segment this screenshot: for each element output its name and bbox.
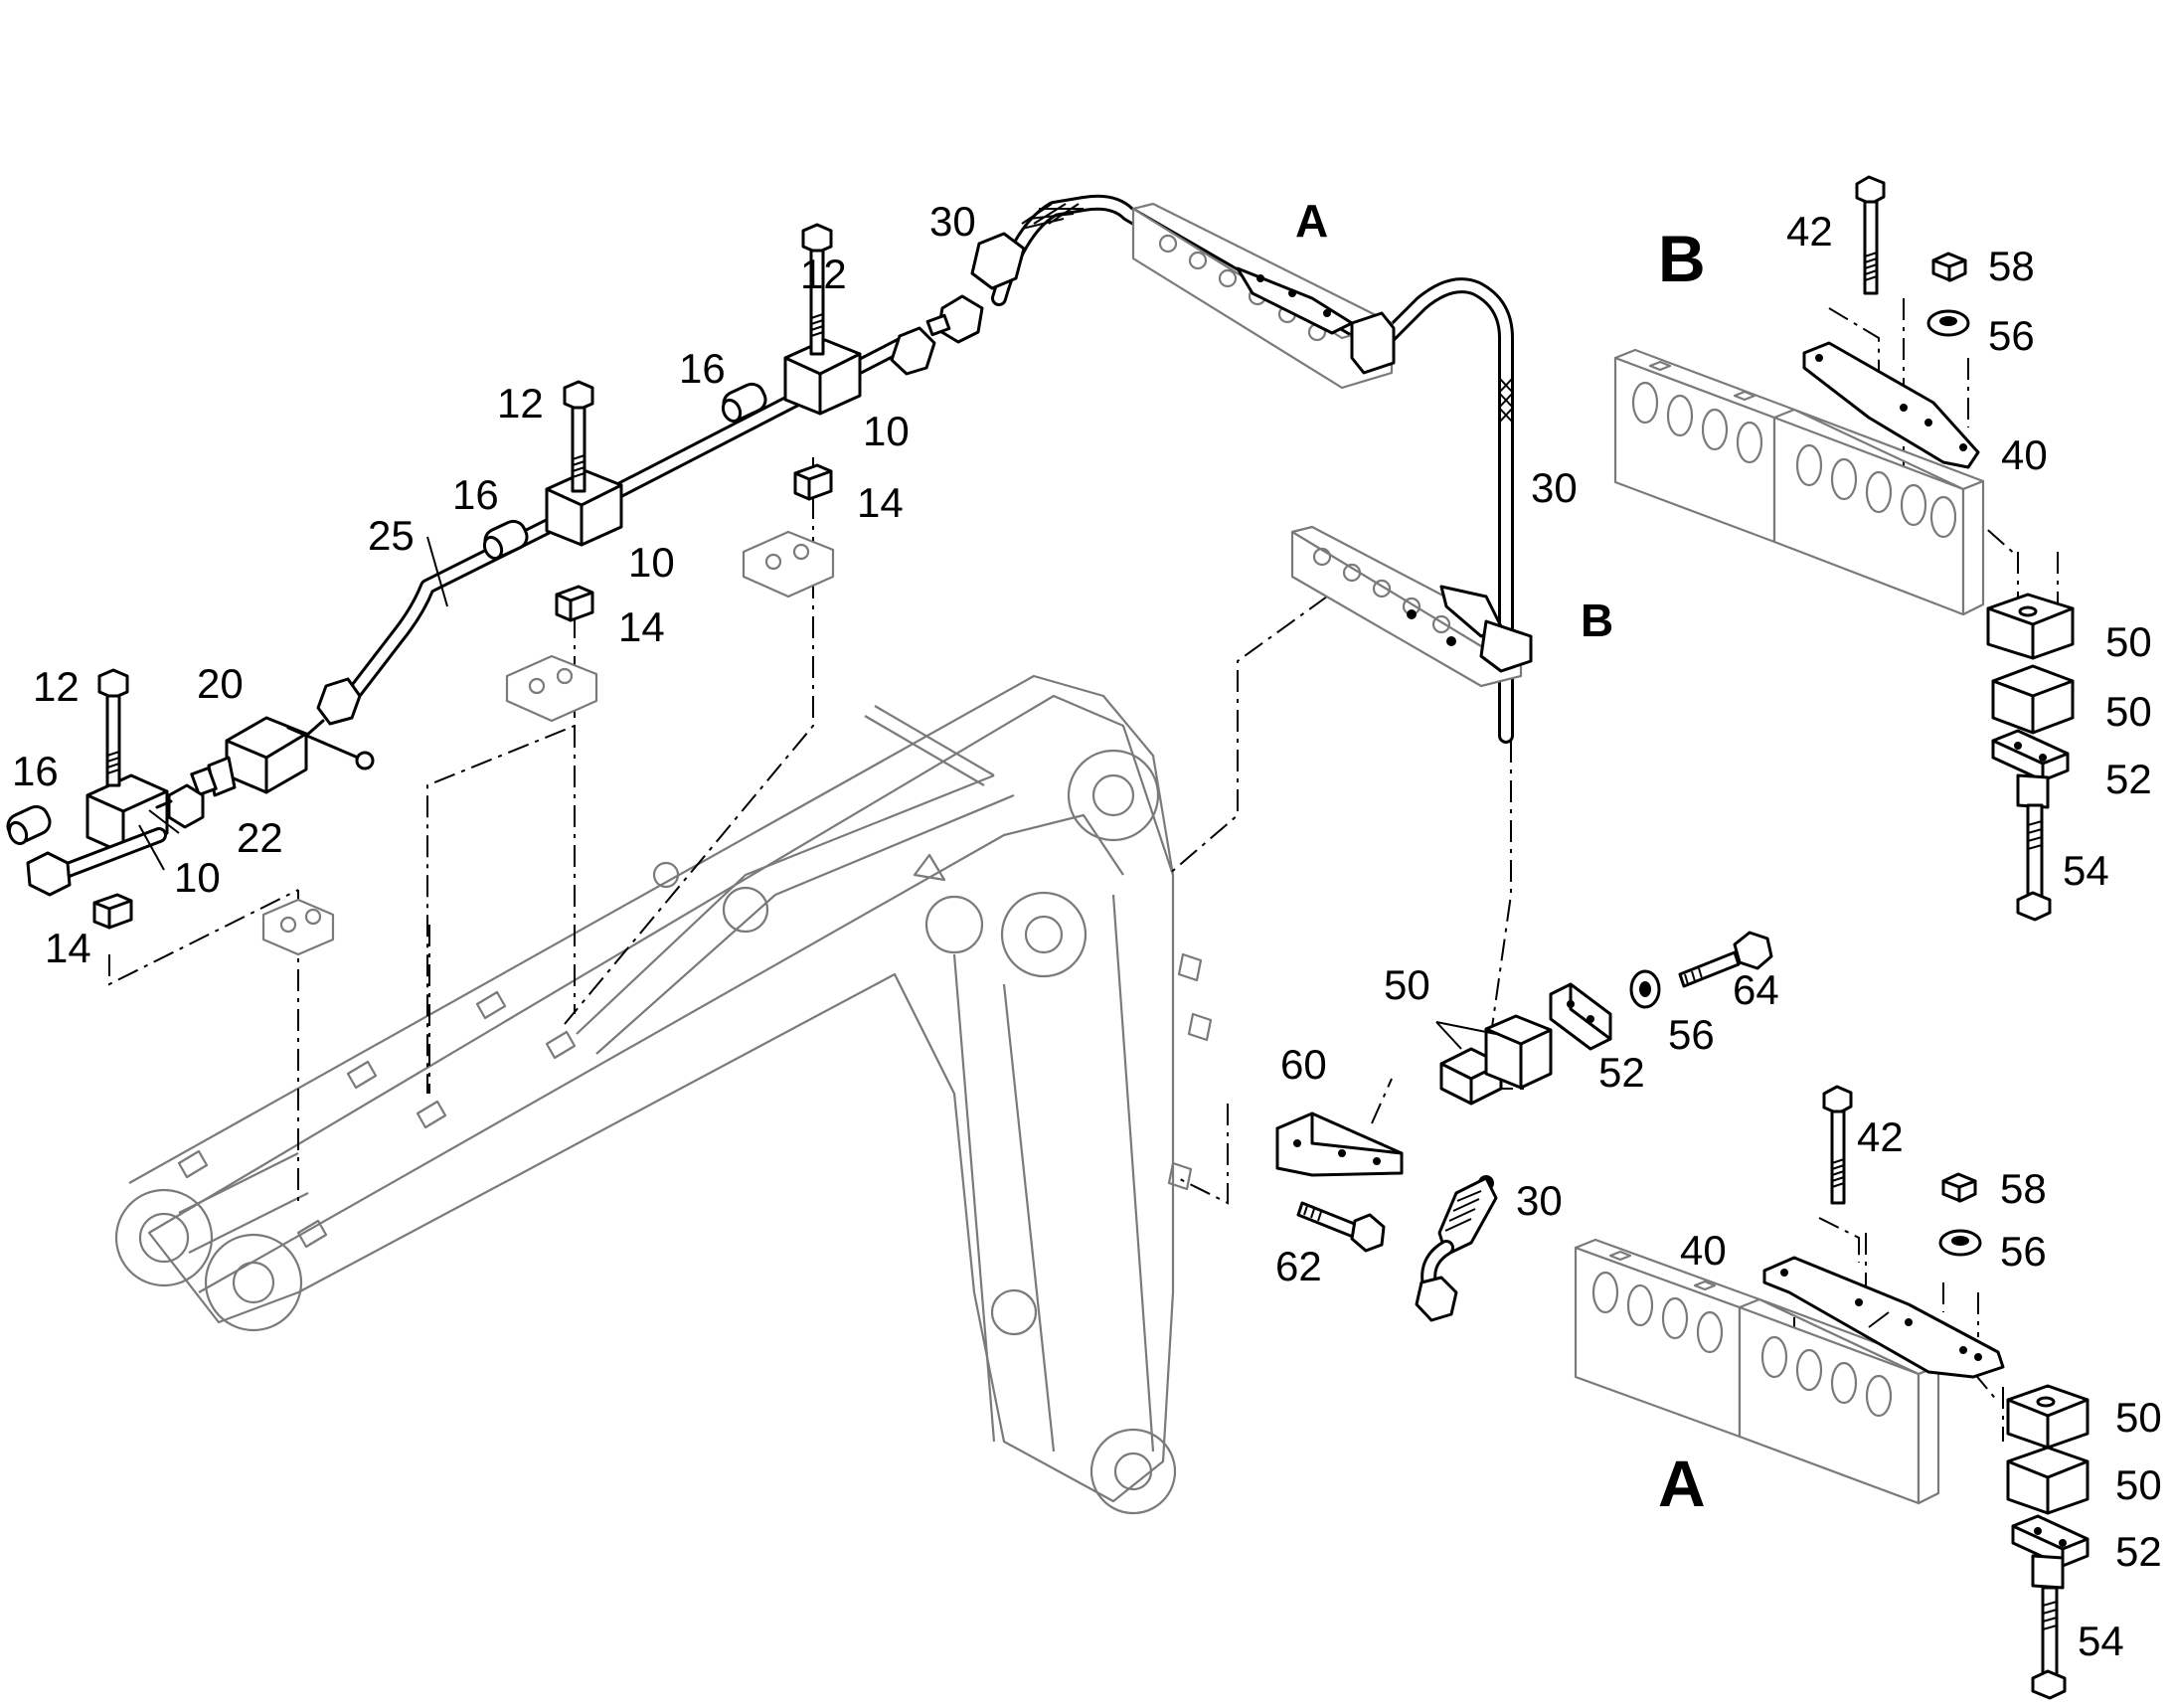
view-label-A: A xyxy=(1295,195,1328,247)
callout-56: 56 xyxy=(1988,312,2035,359)
callout-40: 40 xyxy=(2001,431,2048,478)
callout-54: 54 xyxy=(2078,1618,2124,1664)
callout-58: 58 xyxy=(1988,243,2035,289)
callout-64: 64 xyxy=(1733,966,1779,1013)
callout-50: 50 xyxy=(2105,688,2152,735)
callout-10: 10 xyxy=(863,408,910,454)
clamp-10-left xyxy=(6,668,205,930)
view-label-B: B xyxy=(1581,595,1613,646)
callout-50: 50 xyxy=(2105,618,2152,665)
callout-12: 12 xyxy=(497,380,544,427)
detail-view-labels: A B B A xyxy=(1295,195,1706,1520)
callout-30: 30 xyxy=(1531,464,1578,511)
callout-62: 62 xyxy=(1275,1243,1322,1289)
clamp-plate-A-on-boom xyxy=(1131,202,1396,390)
assembly-leader-lines xyxy=(108,298,2059,1442)
callout-16: 16 xyxy=(12,748,59,794)
callout-12: 12 xyxy=(800,251,847,297)
clamp-10-middle xyxy=(482,380,623,622)
detail-B xyxy=(1613,175,2075,922)
ball-valve-20 xyxy=(190,716,375,797)
support-clamps xyxy=(261,530,835,956)
clamp-plate-B-on-boom xyxy=(1290,525,1533,688)
hex-nut-pipe-end xyxy=(316,326,936,726)
detail-A xyxy=(1574,1085,2089,1700)
bolt-64 xyxy=(1678,931,1773,988)
bolt-62 xyxy=(1296,1201,1386,1253)
callout-50: 50 xyxy=(2115,1461,2162,1508)
callout-30: 30 xyxy=(929,198,976,245)
callout-12: 12 xyxy=(33,663,80,710)
callout-labels: 12 12 12 16 16 16 10 10 10 14 14 14 25 2… xyxy=(12,198,2162,1664)
callout-25: 25 xyxy=(368,512,415,559)
callout-16: 16 xyxy=(452,471,499,518)
callout-56: 56 xyxy=(2000,1228,2047,1275)
pipe-25-assembly xyxy=(340,330,922,709)
excavator-boom xyxy=(114,674,1213,1515)
callout-54: 54 xyxy=(2063,847,2109,894)
washer-56-lower xyxy=(1629,969,1661,1009)
callout-42: 42 xyxy=(1786,208,1833,255)
hose-30-lower xyxy=(1415,1175,1498,1322)
callout-14: 14 xyxy=(45,925,91,971)
callout-10: 10 xyxy=(174,854,221,901)
callout-22: 22 xyxy=(237,814,283,861)
callout-14: 14 xyxy=(618,603,665,650)
clamp-50-lower xyxy=(1439,1014,1553,1106)
callout-60: 60 xyxy=(1280,1041,1327,1088)
callout-52: 52 xyxy=(2115,1528,2162,1575)
callout-10: 10 xyxy=(628,539,675,586)
detail-title-B: B xyxy=(1658,222,1706,295)
callout-leaders xyxy=(138,536,1890,1328)
plate-52-lower xyxy=(1549,982,1612,1051)
callout-52: 52 xyxy=(1598,1049,1645,1096)
callout-58: 58 xyxy=(2000,1165,2047,1212)
callout-16: 16 xyxy=(679,345,726,392)
clamp-10-right xyxy=(721,223,862,501)
callout-56: 56 xyxy=(1668,1011,1715,1058)
callout-52: 52 xyxy=(2105,756,2152,802)
callout-42: 42 xyxy=(1857,1113,1904,1160)
callout-20: 20 xyxy=(197,660,244,707)
callout-30: 30 xyxy=(1516,1177,1563,1224)
callout-14: 14 xyxy=(857,479,904,526)
detail-title-A: A xyxy=(1658,1447,1706,1520)
callout-40: 40 xyxy=(1680,1227,1727,1274)
callout-50: 50 xyxy=(1384,961,1430,1008)
bracket-60 xyxy=(1275,1111,1404,1177)
callout-50: 50 xyxy=(2115,1394,2162,1441)
